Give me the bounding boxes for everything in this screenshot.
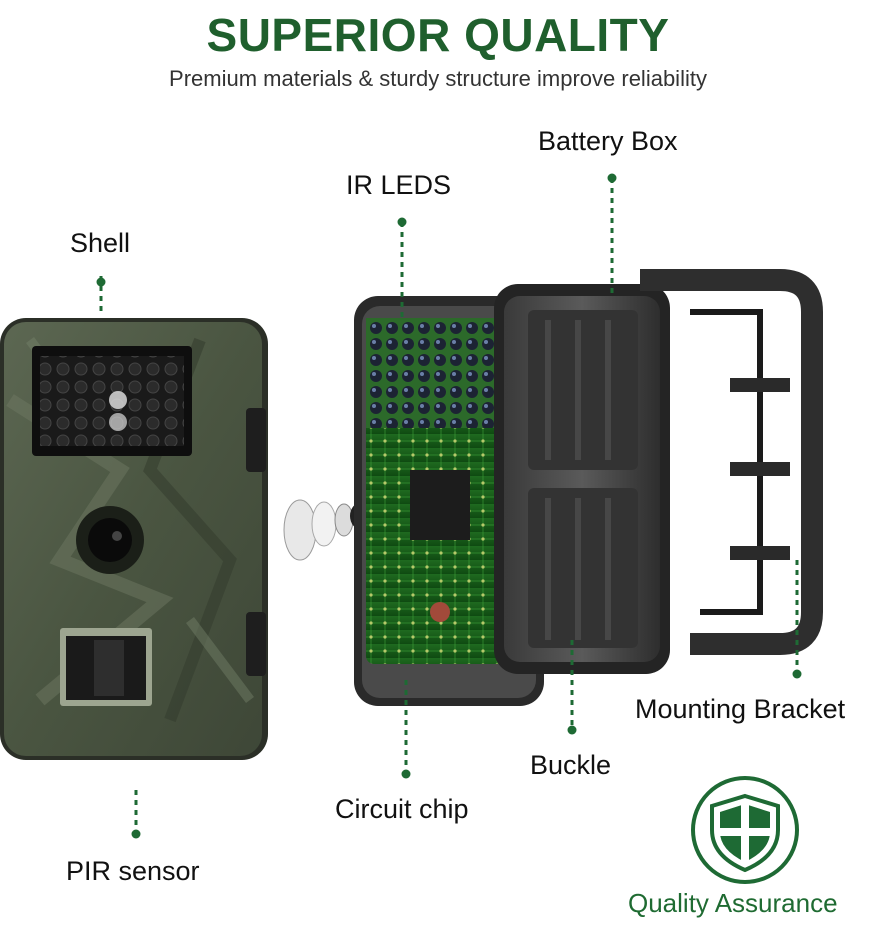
label-ir-leds: IR LEDS bbox=[346, 170, 452, 200]
label-circuit-chip: Circuit chip bbox=[335, 794, 469, 824]
mounting-bracket bbox=[640, 269, 823, 655]
camera-shell bbox=[0, 318, 268, 760]
quality-assurance-label: Quality Assurance bbox=[628, 888, 838, 918]
leader-dots bbox=[96, 173, 802, 839]
label-buckle: Buckle bbox=[530, 750, 612, 780]
battery-box bbox=[494, 284, 670, 674]
leader-lines bbox=[99, 178, 799, 832]
label-mounting-bracket: Mounting Bracket bbox=[635, 694, 846, 724]
quality-badge bbox=[691, 776, 799, 884]
shield-icon bbox=[710, 793, 780, 873]
page-subtitle: Premium materials & sturdy structure imp… bbox=[169, 66, 707, 91]
label-shell: Shell bbox=[70, 228, 131, 258]
page-title: SUPERIOR QUALITY bbox=[206, 9, 670, 61]
label-battery-box: Battery Box bbox=[538, 126, 678, 156]
label-pir-sensor: PIR sensor bbox=[66, 856, 200, 886]
